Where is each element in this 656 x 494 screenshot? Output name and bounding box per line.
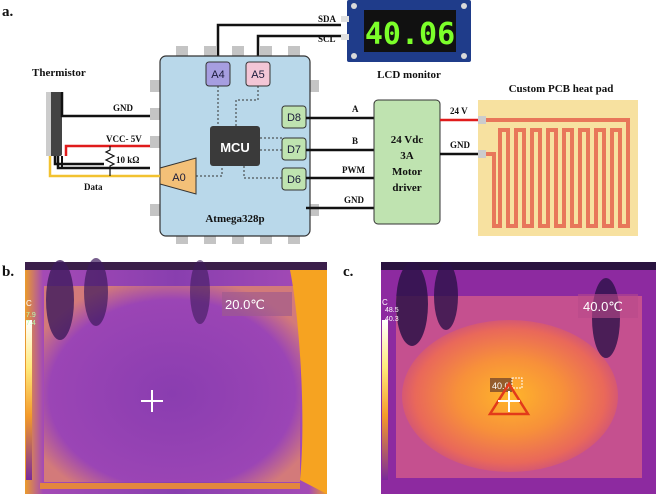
internal-traces [196,86,282,179]
driver-line1: 24 Vdc [391,134,424,146]
thermal-c-side-v2: 40.3 [385,316,399,323]
pin-a5-label: A5 [251,69,264,81]
panel-label-b: b. [2,264,14,280]
warning-triangle-icon [487,381,531,416]
driver-wires [306,116,374,210]
sda-label: SDA [318,14,337,24]
board-name: Atmega328p [205,213,264,225]
driver-line4: driver [392,182,421,194]
driver-in-b: B [352,136,358,146]
heat-pad-trace [486,118,630,228]
thermal-image-c [381,262,656,494]
pin-a0-label: A0 [172,172,185,184]
driver-in-pwm: PWM [342,165,365,175]
sda-wire [216,23,341,64]
lcd-title: LCD monitor [377,69,441,81]
thermistor-title: Thermistor [32,67,86,79]
thermal-image-b [25,258,327,494]
crosshair-icon [498,391,520,412]
crosshair-icon [141,390,163,412]
thermistor-gnd-label: GND [113,103,134,113]
panel-label-c: c. [343,264,354,280]
thermal-b-side-c: C [26,299,32,308]
data-wire [48,156,160,178]
thermal-c-side-v1: 48.5 [385,307,399,314]
vcc-wire [64,144,150,156]
resistor-icon [104,146,116,176]
thermal-b-side-v1: 7.9 [26,312,36,319]
pad-24v-label: 24 V [450,106,468,116]
driver-in-a: A [352,104,359,114]
pin-a0 [159,157,197,195]
scl-wire [256,34,341,64]
gnd-wire [53,156,104,166]
pin-d7-label: D7 [287,144,301,156]
driver-line3: Motor [392,166,422,178]
thermal-c-temp: 40.0℃ [583,299,623,314]
resistor-label: 10 kΩ [116,155,139,165]
vcc-label: VCC- 5V [106,134,142,144]
scl-label: SCL [318,34,336,44]
pad-gnd-label: GND [450,140,471,150]
lcd-monitor: 40.06 [341,0,471,62]
panel-label-a: a. [2,4,14,20]
mcu-chip [210,126,260,166]
thermal-b-side-v2: 7.4 [26,320,36,327]
data-label: Data [84,182,103,192]
thermal-c-side-c: C [382,298,388,307]
thermal-c-spot: 40.0 [492,381,510,391]
driver-in-gnd: GND [344,195,365,205]
lcd-value: 40.06 [365,17,455,52]
pin-a4-label: A4 [211,69,224,81]
board-header-pins [150,46,319,244]
heatpad-title: Custom PCB heat pad [509,83,614,95]
pin-d8-label: D8 [287,112,301,124]
driver-line2: 3A [400,150,414,162]
motor-driver [373,99,441,225]
pin-d6-label: D6 [287,174,301,186]
thermal-b-temp: 20.0℃ [225,297,265,312]
mcu-label: MCU [220,140,250,155]
